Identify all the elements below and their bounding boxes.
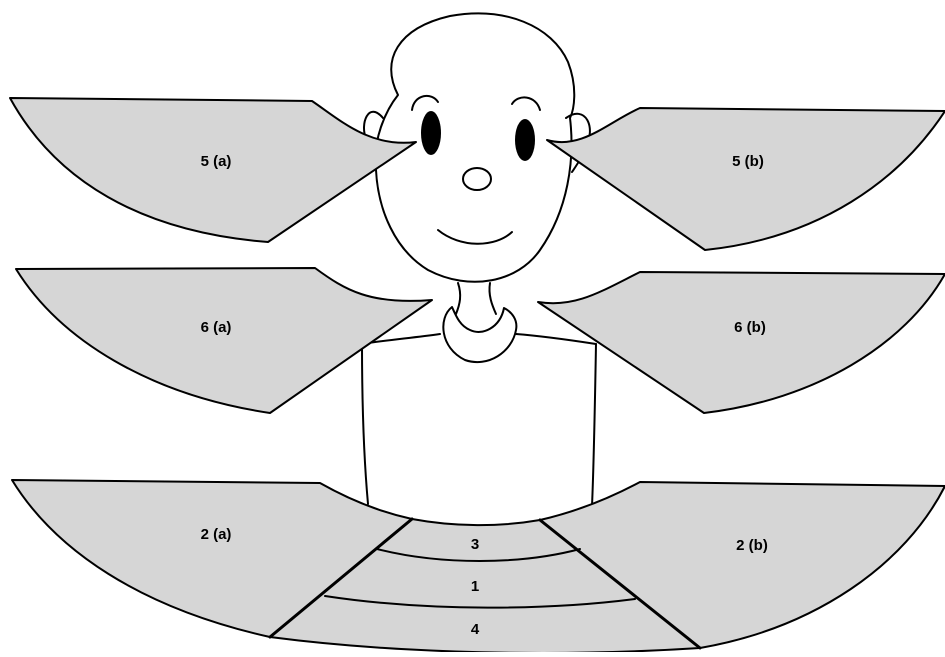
torso-left-side — [362, 344, 368, 504]
right-eye — [515, 119, 535, 161]
region-6a-label: 6 (a) — [201, 319, 232, 336]
region-6a-shape — [16, 268, 432, 413]
region-6a: 6 (a) — [16, 268, 432, 413]
region-6b-shape — [538, 272, 945, 413]
region-5a: 5 (a) — [10, 98, 416, 242]
region-1-label: 1 — [471, 578, 479, 595]
region-5a-shape — [10, 98, 416, 242]
right-shoulder — [516, 334, 596, 344]
nose — [463, 168, 491, 190]
region-5b: 5 (b) — [547, 108, 945, 250]
region-6b: 6 (b) — [538, 272, 945, 413]
region-3-label: 3 — [471, 536, 479, 553]
right-eyebrow — [512, 97, 540, 110]
left-eyebrow — [412, 96, 438, 110]
region-6b-label: 6 (b) — [734, 319, 766, 336]
neck-left — [456, 283, 460, 314]
region-5b-label: 5 (b) — [732, 153, 764, 170]
mouth — [438, 230, 512, 244]
torso-right-side — [592, 344, 596, 506]
neck-right — [489, 283, 496, 314]
region-2a-label: 2 (a) — [201, 526, 232, 543]
region-5a-label: 5 (a) — [201, 153, 232, 170]
collar — [443, 307, 516, 362]
region-4-label: 4 — [471, 621, 480, 638]
region-2b-label: 2 (b) — [736, 537, 768, 554]
region-5b-shape — [547, 108, 945, 250]
left-eye — [421, 111, 441, 155]
